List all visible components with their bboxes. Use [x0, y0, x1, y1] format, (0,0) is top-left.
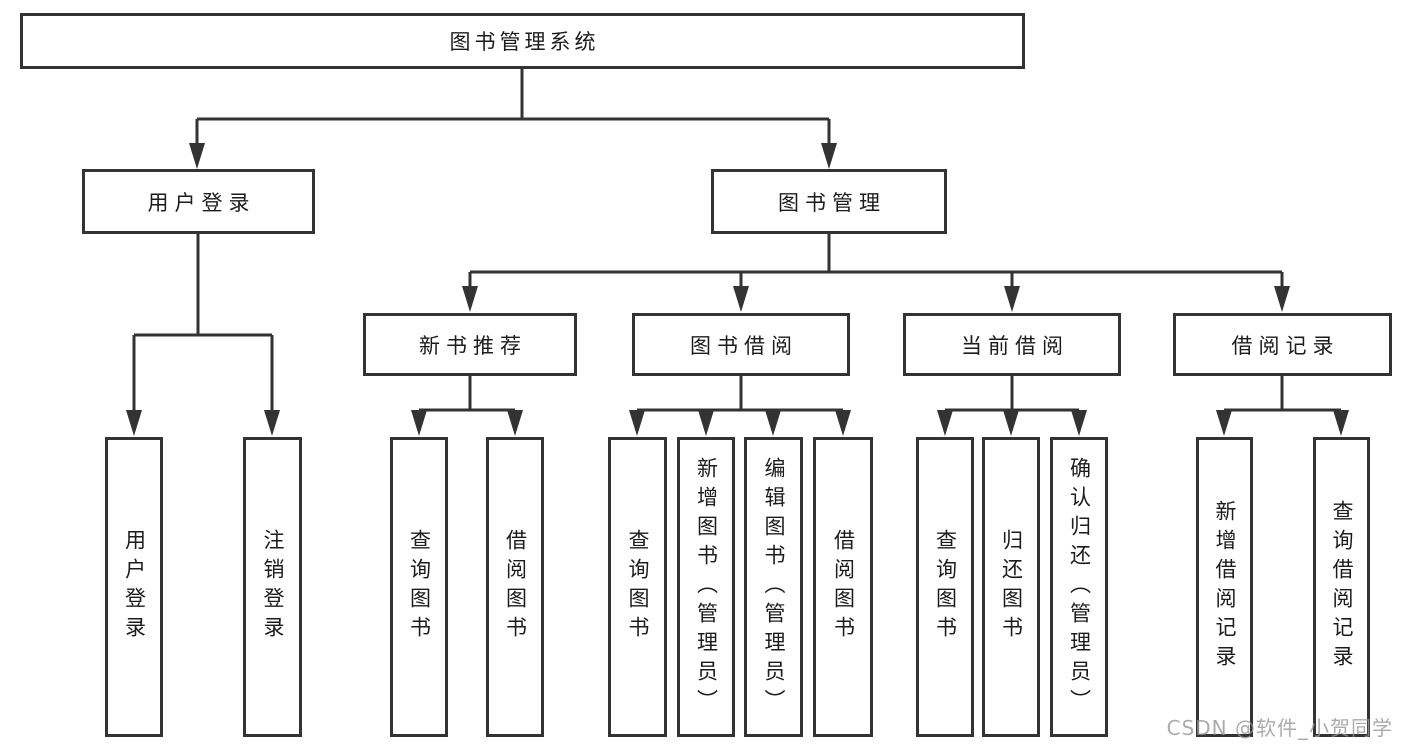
leaf-borrow-add-admin-label: 新增图书（管理员） — [694, 456, 719, 718]
node-borrow-records-label: 借阅记录 — [1231, 333, 1340, 358]
leaf-logout-label: 注销登录 — [261, 529, 285, 645]
node-new-book-recommend: 新书推荐 — [363, 313, 577, 376]
leaf-user-login: 用户登录 — [105, 437, 163, 737]
leaf-borrow-edit-admin: 编辑图书（管理员） — [744, 437, 803, 737]
node-user-login: 用户登录 — [82, 169, 315, 234]
node-new-book-recommend-label: 新书推荐 — [419, 333, 527, 358]
arrowheads — [126, 143, 1349, 436]
leaf-records-add: 新增借阅记录 — [1196, 437, 1253, 737]
node-book-management-label: 图书管理 — [778, 190, 886, 215]
leaf-current-confirm-admin-label: 确认归还（管理员） — [1067, 456, 1092, 718]
node-book-borrow: 图书借阅 — [632, 313, 850, 376]
leaf-borrow-query-label: 查询图书 — [626, 529, 650, 645]
leaf-current-return-label: 归还图书 — [999, 529, 1024, 645]
leaf-current-query: 查询图书 — [916, 437, 974, 737]
leaf-newbook-query: 查询图书 — [390, 437, 448, 737]
leaf-records-query: 查询借阅记录 — [1313, 437, 1370, 737]
leaf-current-query-label: 查询图书 — [933, 529, 958, 645]
leaf-current-return: 归还图书 — [982, 437, 1040, 737]
leaf-logout: 注销登录 — [243, 437, 302, 737]
leaf-borrow-book: 借阅图书 — [813, 437, 873, 737]
node-root-label: 图书管理系统 — [449, 30, 600, 54]
node-book-borrow-label: 图书借阅 — [690, 333, 798, 358]
node-current-borrow-label: 当前借阅 — [961, 333, 1069, 358]
leaf-borrow-book-label: 借阅图书 — [831, 529, 856, 645]
node-borrow-records: 借阅记录 — [1173, 313, 1392, 376]
node-root: 图书管理系统 — [20, 13, 1025, 69]
leaf-borrow-query: 查询图书 — [608, 437, 667, 737]
leaf-newbook-query-label: 查询图书 — [407, 529, 432, 645]
leaf-newbook-borrow: 借阅图书 — [486, 437, 544, 737]
leaf-borrow-edit-admin-label: 编辑图书（管理员） — [762, 456, 786, 718]
leaf-user-login-label: 用户登录 — [122, 529, 147, 645]
leaf-current-confirm-admin: 确认归还（管理员） — [1050, 437, 1108, 737]
node-current-borrow: 当前借阅 — [903, 313, 1121, 376]
csdn-watermark: CSDN @软件_小贺同学 — [1166, 716, 1393, 740]
leaf-newbook-borrow-label: 借阅图书 — [503, 529, 528, 645]
leaf-records-add-label: 新增借阅记录 — [1213, 500, 1237, 674]
leaf-records-query-label: 查询借阅记录 — [1330, 500, 1354, 674]
node-book-management: 图书管理 — [711, 169, 947, 234]
leaf-borrow-add-admin: 新增图书（管理员） — [677, 437, 735, 737]
node-user-login-label: 用户登录 — [147, 190, 256, 215]
